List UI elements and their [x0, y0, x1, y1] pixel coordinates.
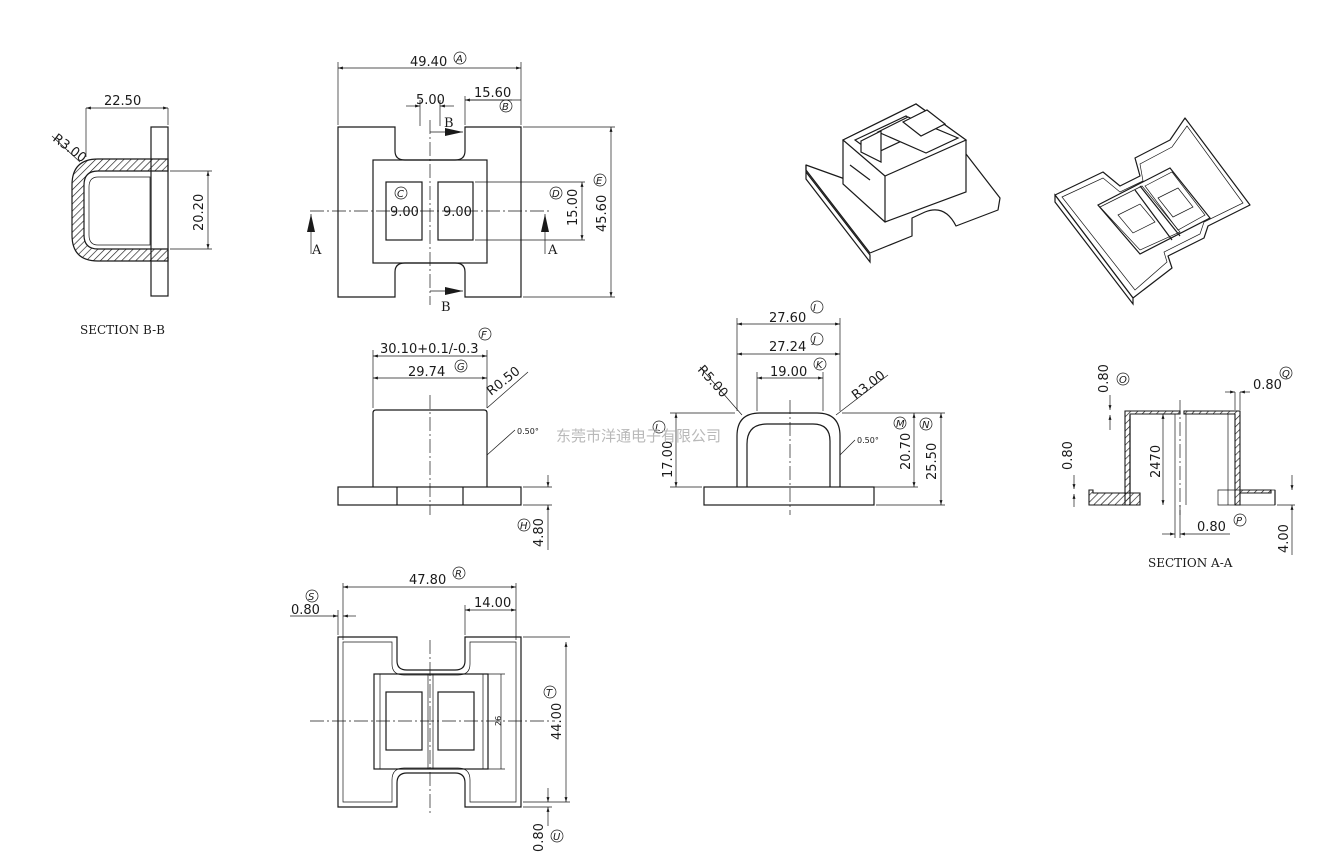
ref-g: G — [457, 362, 465, 373]
dim-27-24: 27.24 — [769, 340, 806, 355]
dim-9-00-left: 9.00 — [390, 205, 419, 220]
bb-inner-outline — [88, 176, 151, 246]
ref-o: O — [1119, 375, 1127, 386]
front-body — [372, 409, 488, 487]
ref-s: S — [308, 592, 315, 603]
dim-15-00: 15.00 — [566, 189, 581, 226]
dim-45-60: 45.60 — [595, 195, 610, 232]
dim-r5-00: R5.00 — [694, 363, 731, 401]
dim-19-00: 19.00 — [770, 365, 807, 380]
dim-30-10: 30.10+0.1/-0.3 — [380, 342, 479, 357]
section-aa-title: SECTION A-A — [1148, 556, 1233, 570]
dim-5-00: 5.00 — [416, 93, 445, 108]
dim-0-80-aa-right: 0.80 — [1253, 378, 1282, 393]
dim-0-80-s: 0.80 — [291, 603, 320, 618]
dim-27-60: 27.60 — [769, 311, 806, 326]
front-view: 30.10+0.1/-0.3 F 29.74 G R0.50 0.50° 4.8… — [337, 327, 552, 550]
cut-a-left: A — [311, 243, 322, 258]
ref-t: T — [546, 688, 553, 699]
ref-l: L — [655, 423, 661, 434]
cut-a-right: A — [547, 243, 558, 258]
dim-0-80-aa-bottom: 0.80 — [1197, 520, 1226, 535]
ref-i: I — [813, 303, 816, 314]
side-base — [703, 486, 875, 506]
iso-view-left — [805, 103, 1001, 264]
top-view-outline — [337, 126, 522, 298]
ref-q: Q — [1282, 369, 1290, 380]
dim-4-00: 4.00 — [1277, 524, 1292, 553]
ref-d: D — [552, 189, 560, 200]
ref-b: B — [502, 102, 509, 113]
ref-n: N — [922, 420, 930, 431]
dim-14-00: 14.00 — [474, 596, 511, 611]
ref-u: U — [553, 832, 561, 843]
front-base — [337, 486, 522, 506]
ref-r: R — [455, 569, 462, 580]
ref-a: A — [455, 54, 463, 65]
watermark-text: 东莞市洋通电子有限公司 — [556, 427, 721, 445]
side-arch-outer — [736, 412, 841, 487]
cut-b-top: B — [444, 116, 454, 131]
dim-25-50: 25.50 — [925, 443, 940, 480]
dim-22-50: 22.50 — [104, 94, 141, 109]
dim-0-50-deg-right: 0.50° — [857, 436, 879, 445]
dim-4-80: 4.80 — [532, 518, 547, 547]
dim-0-50-deg-left: 0.50° — [517, 427, 539, 436]
ref-c: C — [397, 189, 404, 200]
dim-0-80-u: 0.80 — [532, 823, 547, 852]
section-aa-view: 0.80 O 0.80 Q 0.80 2470 0.80 P 4.00 SECT… — [1061, 364, 1295, 570]
section-bb-title: SECTION B-B — [80, 323, 165, 337]
cut-b-bottom: B — [441, 300, 451, 315]
ref-p: P — [1236, 516, 1243, 527]
bb-hatched-wall — [71, 158, 169, 262]
bb-flange — [150, 126, 169, 297]
dim-small-26: 26 — [494, 716, 503, 726]
dim-15-60: 15.60 — [474, 86, 511, 101]
dim-2470: 2470 — [1149, 445, 1164, 478]
ref-k: K — [816, 360, 824, 371]
top-view: A A B B 49.40 A 15.60 B 5.00 C 9.00 9.00… — [307, 51, 615, 315]
dim-20-20: 20.20 — [192, 194, 207, 231]
dim-29-74: 29.74 — [408, 365, 445, 380]
ref-e: E — [596, 176, 603, 187]
bottom-view-outline — [337, 636, 522, 808]
dim-49-40: 49.40 — [410, 55, 447, 70]
dim-0-80-aa-top: 0.80 — [1097, 364, 1112, 393]
ref-h: H — [520, 521, 528, 532]
dim-r3-00-bb: R3.00 — [50, 131, 89, 166]
section-bb-view: 22.50 R3.00 20.20 SECTION B-B — [50, 94, 212, 337]
dim-17-00: 17.00 — [661, 441, 676, 478]
ref-f: F — [481, 330, 487, 341]
dim-47-80: 47.80 — [409, 573, 446, 588]
dim-0-80-aa-left: 0.80 — [1061, 441, 1076, 470]
dim-44-00: 44.00 — [550, 703, 565, 740]
side-arch-inner — [746, 423, 831, 487]
bottom-view-center-block — [373, 673, 489, 770]
dim-r3-00-side: R3.00 — [849, 368, 888, 403]
dim-20-70: 20.70 — [899, 433, 914, 470]
side-view: 27.60 I 27.24 J 19.00 K R5.00 R3.00 0.50… — [652, 300, 945, 515]
iso-view-right — [1054, 117, 1251, 306]
ref-m: M — [896, 419, 905, 430]
ref-j: J — [811, 335, 816, 346]
dim-9-00-right: 9.00 — [443, 205, 472, 220]
bottom-view: 26 47.80 R 14.00 0.80 S 44.00 T 0.80 U — [290, 566, 570, 852]
